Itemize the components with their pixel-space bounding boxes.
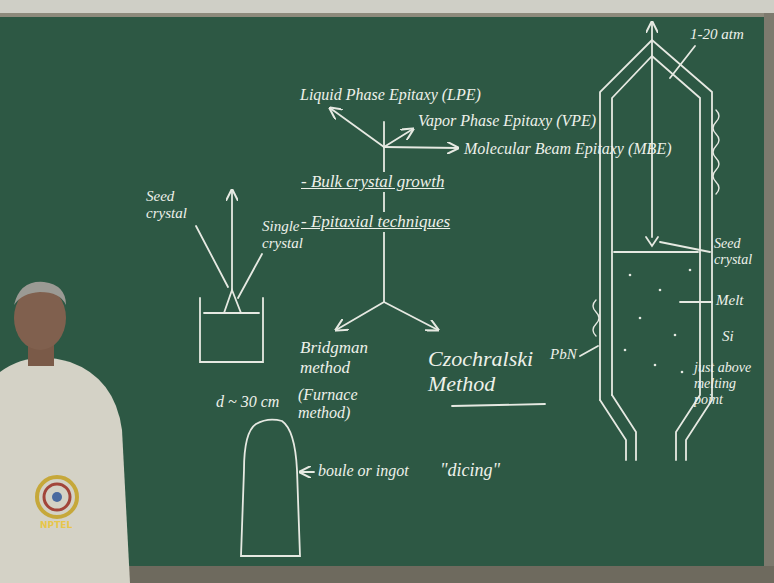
chalk-label: Si	[722, 328, 734, 345]
chalk-label: Seed crystal	[146, 188, 196, 223]
melt-dots	[624, 269, 692, 374]
chalk-label: (Furnace method)	[298, 386, 378, 423]
chalk-label: Seed crystal	[714, 236, 766, 268]
boule-sketch	[241, 420, 314, 556]
lecturer	[0, 282, 130, 583]
chalk-label: - Bulk crystal growth	[298, 172, 447, 192]
chalk-label: Vapor Phase Epitaxy (VPE)	[418, 112, 596, 130]
chalk-label: d ~ 30 cm	[216, 393, 279, 411]
crucible-sketch	[196, 190, 263, 362]
board-frame	[0, 13, 774, 17]
chalk-label: - Epitaxial techniques	[298, 212, 453, 232]
logo-text: NPTEL	[40, 520, 72, 530]
chalk-label: just above melting point	[694, 360, 768, 408]
chalk-label: "dicing"	[440, 460, 500, 481]
chalk-label: Liquid Phase Epitaxy (LPE)	[300, 86, 481, 104]
chalk-label: 1-20 atm	[690, 26, 744, 43]
chalk-label: Czochralski Method	[428, 346, 548, 397]
chalk-label: Molecular Beam Epitaxy (MBE)	[464, 140, 671, 158]
chalk-label: Melt	[716, 292, 744, 309]
nptel-logo	[37, 477, 77, 517]
wall	[0, 0, 774, 13]
chalk-label: PbN	[550, 346, 577, 363]
chalk-label: boule or ingot	[318, 462, 409, 480]
chalk-label: Single crystal	[262, 218, 318, 253]
board-frame	[764, 13, 774, 583]
chalk-label: Bridgman method	[300, 338, 382, 377]
